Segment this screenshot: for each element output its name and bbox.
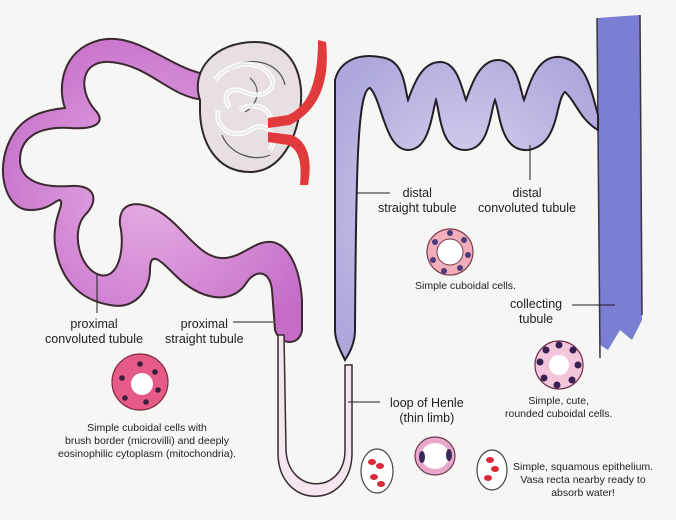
label-line: proximal bbox=[70, 317, 118, 331]
proximal-convoluted-tubule bbox=[1, 37, 303, 343]
label-line: loop of Henle bbox=[390, 396, 464, 410]
caption-line: eosinophilic cytoplasm (mitochondria). bbox=[58, 448, 236, 460]
vasa-recta-section-right bbox=[476, 449, 508, 491]
label-line: tubule bbox=[519, 312, 554, 326]
caption-line: Simple cuboidal cells with bbox=[87, 422, 207, 434]
proximal-cell-section bbox=[111, 353, 169, 411]
henle-cell-section bbox=[414, 436, 456, 476]
loop-of-henle bbox=[277, 334, 353, 497]
caption-line: Simple, cute, bbox=[528, 395, 590, 407]
label-line: collecting bbox=[510, 297, 563, 311]
distal-cell-section bbox=[426, 228, 474, 276]
glomerulus bbox=[196, 40, 303, 174]
caption-line: rounded cuboidal cells. bbox=[505, 408, 613, 420]
label-line: distal bbox=[402, 186, 432, 200]
label-line: proximal bbox=[180, 317, 228, 331]
caption-line: Simple, squamous epithelium. bbox=[513, 461, 654, 473]
label-line: straight tubule bbox=[378, 201, 457, 215]
distal-tubule bbox=[334, 55, 599, 363]
caption-line: brush border (microvilli) and deeply bbox=[65, 435, 229, 447]
label-line: (thin limb) bbox=[399, 411, 455, 425]
leader-lines bbox=[96, 145, 615, 403]
label-distal-convoluted-tubule: distal convoluted tubule bbox=[478, 186, 576, 216]
caption-line: absorb water! bbox=[551, 487, 615, 499]
caption-line: Simple cuboidal cells. bbox=[415, 280, 516, 292]
caption-distal-cells: Simple cuboidal cells. bbox=[415, 280, 516, 293]
label-distal-straight-tubule: distal straight tubule bbox=[378, 186, 457, 216]
collecting-tubule bbox=[596, 14, 643, 359]
caption-proximal-cells: Simple cuboidal cells with brush border … bbox=[58, 422, 236, 461]
afferent-efferent-arterioles bbox=[268, 40, 327, 185]
vasa-recta-section-left bbox=[360, 448, 394, 494]
label-collecting-tubule: collecting tubule bbox=[510, 297, 562, 327]
caption-henle-cells: Simple, squamous epithelium. Vasa recta … bbox=[513, 461, 653, 500]
label-line: distal bbox=[512, 186, 542, 200]
collecting-cell-section bbox=[534, 340, 584, 390]
label-proximal-straight-tubule: proximal straight tubule bbox=[165, 317, 244, 347]
label-loop-of-henle: loop of Henle (thin limb) bbox=[390, 396, 464, 426]
caption-line: Vasa recta nearby ready to bbox=[520, 474, 646, 486]
label-line: convoluted tubule bbox=[478, 201, 576, 215]
label-line: convoluted tubule bbox=[45, 332, 143, 346]
label-proximal-convoluted-tubule: proximal convoluted tubule bbox=[45, 317, 143, 347]
caption-collecting-cells: Simple, cute, rounded cuboidal cells. bbox=[505, 395, 612, 421]
label-line: straight tubule bbox=[165, 332, 244, 346]
